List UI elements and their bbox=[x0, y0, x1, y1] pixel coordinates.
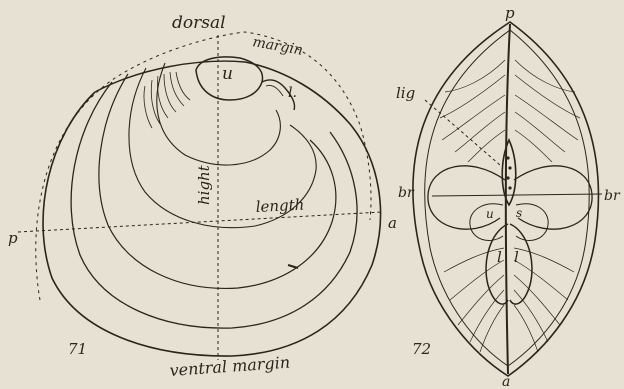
label-br-left: br bbox=[398, 185, 415, 201]
ligament-inner bbox=[266, 85, 283, 96]
figure-72: p lig br br u s l l a 72 bbox=[396, 4, 621, 389]
label-l-left: l bbox=[497, 248, 502, 266]
label-length: length bbox=[255, 195, 305, 216]
label-umbo: u bbox=[222, 64, 233, 84]
label-ligament: l. bbox=[288, 85, 297, 101]
growth-line-2 bbox=[99, 74, 336, 288]
label-u: u bbox=[486, 207, 494, 221]
label-hight: hight bbox=[195, 164, 213, 205]
lig-leader-line bbox=[425, 100, 500, 165]
label-anterior: a bbox=[388, 214, 397, 232]
ligament-dots bbox=[506, 156, 511, 189]
label-anterior-72: a bbox=[502, 374, 510, 389]
label-lig: lig bbox=[396, 84, 415, 102]
branchial-axis bbox=[432, 194, 602, 196]
label-posterior-72: p bbox=[505, 4, 515, 22]
label-margin: margin bbox=[251, 34, 304, 59]
label-l-right: l bbox=[514, 248, 519, 266]
label-posterior: p bbox=[8, 229, 18, 247]
label-s: s bbox=[516, 206, 522, 220]
figure-number-72: 72 bbox=[412, 340, 431, 358]
growth-line-1 bbox=[71, 82, 357, 328]
label-br-right: br bbox=[604, 188, 621, 204]
gill-loop-right bbox=[514, 166, 592, 229]
umbo-striations bbox=[144, 72, 190, 128]
shell-outer-margin bbox=[43, 62, 380, 356]
shell-mark bbox=[288, 265, 298, 268]
figure-number-71: 71 bbox=[68, 340, 87, 358]
figure-71: dorsal margin u l. hight length p a vent… bbox=[8, 13, 397, 380]
label-dorsal: dorsal bbox=[172, 13, 226, 33]
label-ventral-margin: ventral margin bbox=[169, 353, 291, 380]
mantle-fibres-left bbox=[440, 60, 505, 352]
